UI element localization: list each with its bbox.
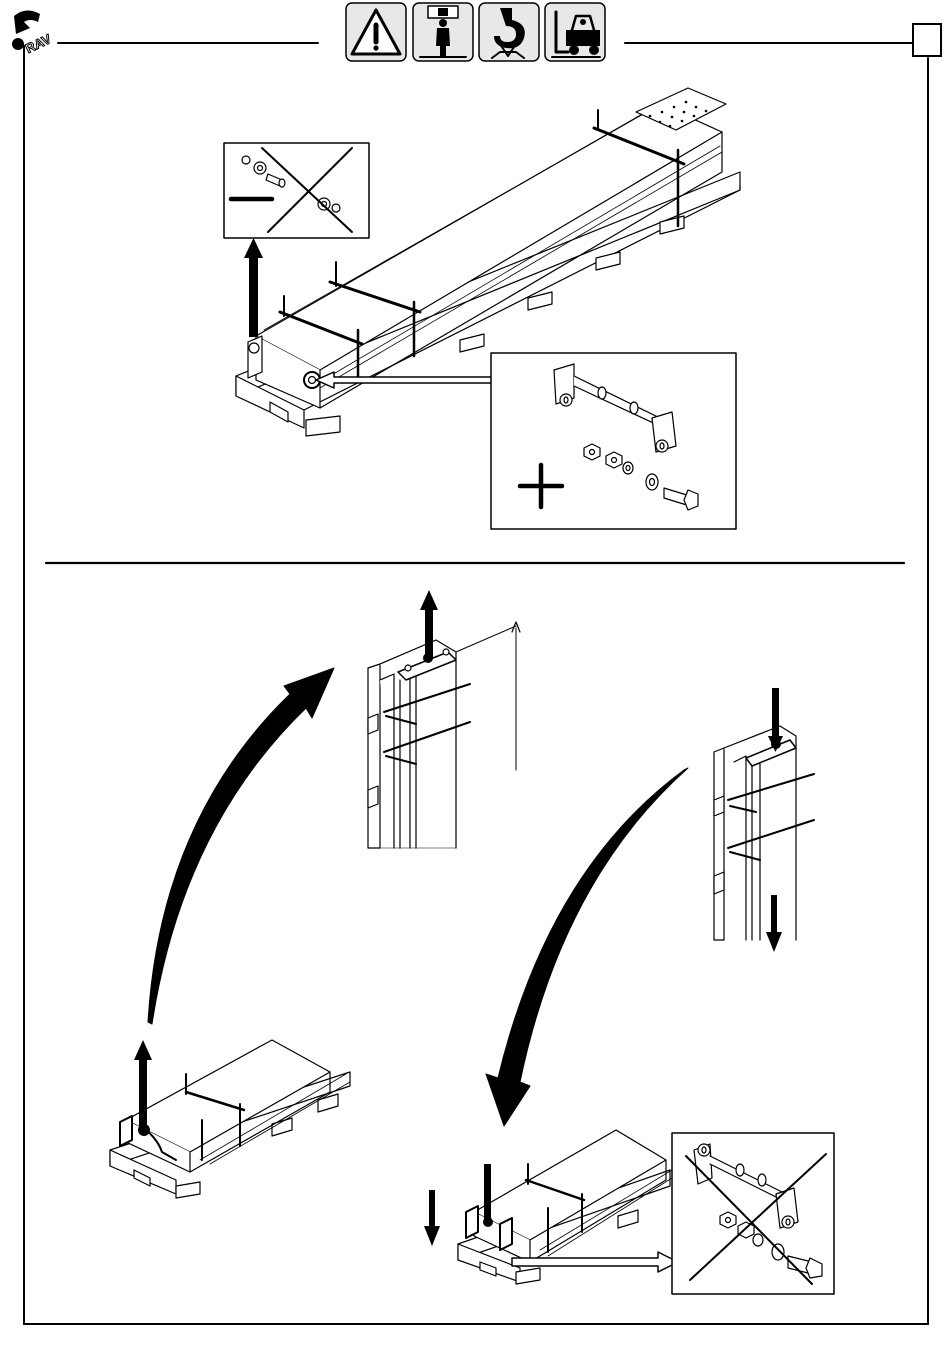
brand-logo: RAV: [12, 10, 54, 56]
lower-curved-arrow: [486, 768, 688, 1126]
lift-operator-icon: [413, 3, 473, 61]
remove-lifting-eye-detail-box: [672, 1133, 834, 1294]
lower-down-arrow-bottom-left: [424, 1190, 440, 1246]
upright-column-right: [714, 726, 814, 940]
page-number-box: [912, 23, 942, 57]
crane-hook-icon: [479, 3, 539, 61]
safety-pictograms: [346, 3, 605, 61]
lifting-eye-detail-box: [491, 353, 736, 529]
remove-fittings-detail-box: [224, 143, 369, 238]
lift-up-arrow-top: [244, 238, 263, 337]
lower-down-arrow-right: [766, 895, 782, 952]
warning-triangle-icon: [346, 3, 406, 61]
raise-curved-arrow: [148, 668, 334, 1024]
logo-text: RAV: [23, 31, 54, 56]
upright-column-center: [368, 622, 520, 848]
forklift-icon: [545, 3, 605, 61]
